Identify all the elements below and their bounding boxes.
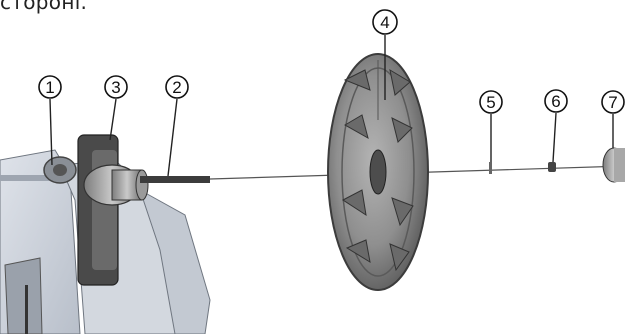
callout-2: 2 xyxy=(166,76,188,98)
callout-5: 5 xyxy=(480,91,502,113)
callout-2-label: 2 xyxy=(172,78,181,97)
wheel-tire xyxy=(328,54,428,290)
callout-3: 3 xyxy=(105,76,127,98)
callout-5-label: 5 xyxy=(486,93,495,112)
callout-1-label: 1 xyxy=(45,78,54,97)
nut xyxy=(548,162,556,172)
washer xyxy=(489,162,492,174)
callout-7-label: 7 xyxy=(608,93,617,112)
callout-6: 6 xyxy=(545,90,567,112)
callout-7: 7 xyxy=(602,91,624,113)
callout-4: 4 xyxy=(373,10,397,34)
callout-6-label: 6 xyxy=(551,92,560,111)
callout-1: 1 xyxy=(39,76,61,98)
callout-4-label: 4 xyxy=(380,13,389,32)
callout-3-label: 3 xyxy=(111,78,120,97)
hub-cap xyxy=(603,148,625,182)
